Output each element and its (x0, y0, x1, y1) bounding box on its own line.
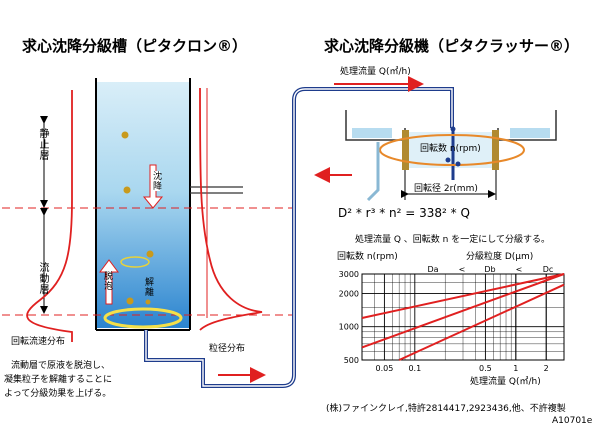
settle-label: 沈降 (151, 171, 161, 191)
defoam-label: 脱泡 (102, 271, 112, 291)
chart-legend-item: < (516, 265, 523, 274)
chart-legend-title: 分級粒度 D(μm) (466, 252, 534, 262)
left-title: 求心沈降分級槽（ピタクロン®） (22, 37, 248, 55)
particle (146, 250, 154, 258)
chart-x-tick: 2 (544, 364, 549, 373)
chart-y-label: 回転数 n(rpm) (337, 252, 398, 262)
chart-legend-item: Dc (543, 265, 554, 274)
particle (145, 299, 151, 305)
defoam-arrow (99, 259, 119, 305)
swirl-ellipse (120, 256, 150, 268)
chart-legend-item: < (459, 265, 466, 274)
chart-series-line (398, 283, 565, 361)
particle (121, 131, 129, 139)
dissociate-label: 解離 (143, 277, 153, 297)
diameter-label: 回転径 2r(mm) (414, 184, 478, 194)
rotating-disk (103, 307, 183, 329)
velocity-distribution-label: 回転流速分布 (11, 337, 66, 347)
patent-notice: (株)ファインクレイ,特許2814417,2923436,他、不許複製 (326, 404, 566, 414)
trough-fluid-right (510, 128, 550, 138)
chart-x-tick: 0.5 (479, 364, 492, 373)
velocity-distribution-curve (26, 90, 73, 342)
outlet-pipe (366, 142, 380, 202)
document-code: A10701e (552, 416, 593, 426)
particle-distribution-curve (199, 87, 263, 331)
caption-line-1: 流動層で原液を脱泡し、 (11, 361, 111, 371)
chart-y-tick: 1000 (339, 323, 359, 332)
drop (450, 126, 456, 132)
formula: D² * r³ * n² = 338² * Q (338, 206, 470, 220)
rotor-wall-right (492, 130, 499, 170)
chart-series-line (361, 273, 565, 349)
trough-fluid-left (352, 128, 392, 138)
right-title: 求心沈降分級機（ピタクラッサー®） (324, 37, 580, 55)
rotor-fluid (409, 132, 492, 168)
caption-line-3: よって分級効果を上げる。 (4, 389, 112, 399)
chart-y-tick: 2000 (339, 289, 359, 298)
chart-series-line (361, 273, 565, 319)
flow-rate-label: 処理流量 Q(㎥/h) (340, 67, 411, 77)
drop (455, 161, 461, 167)
inlet-pipe-inner (145, 88, 453, 387)
rotor-wall-left (402, 130, 409, 170)
chart-y-tick: 3000 (339, 270, 359, 279)
particle (123, 186, 131, 194)
drop (445, 157, 451, 163)
particle (126, 297, 134, 305)
chart: 0.05 0.1 0.5 1 2 3000 2000 1000 500 Da < Db < Dc (339, 265, 565, 373)
chart-x-tick: 0.05 (376, 364, 394, 373)
rotation-label: 回転数 n(rpm) (420, 144, 481, 154)
chart-x-label: 処理流量 Q(㎥/h) (470, 377, 541, 387)
chart-legend-item: Da (427, 265, 438, 274)
caption-line-2: 凝集粒子を解離することに (4, 375, 113, 385)
operation-note: 処理流量 Q 、回転数 n を一定にして分級する。 (355, 235, 550, 245)
chart-legend-item: Db (484, 265, 495, 274)
particle-distribution-label: 粒径分布 (209, 344, 246, 354)
chart-y-tick: 500 (344, 356, 359, 365)
stationary-layer-label: 静止層 (37, 128, 48, 161)
chart-x-tick: 0.1 (408, 364, 421, 373)
chart-x-tick: 1 (513, 364, 518, 373)
fluid-layer-label: 流動層 (37, 262, 48, 295)
rotation-ellipse (379, 134, 525, 166)
